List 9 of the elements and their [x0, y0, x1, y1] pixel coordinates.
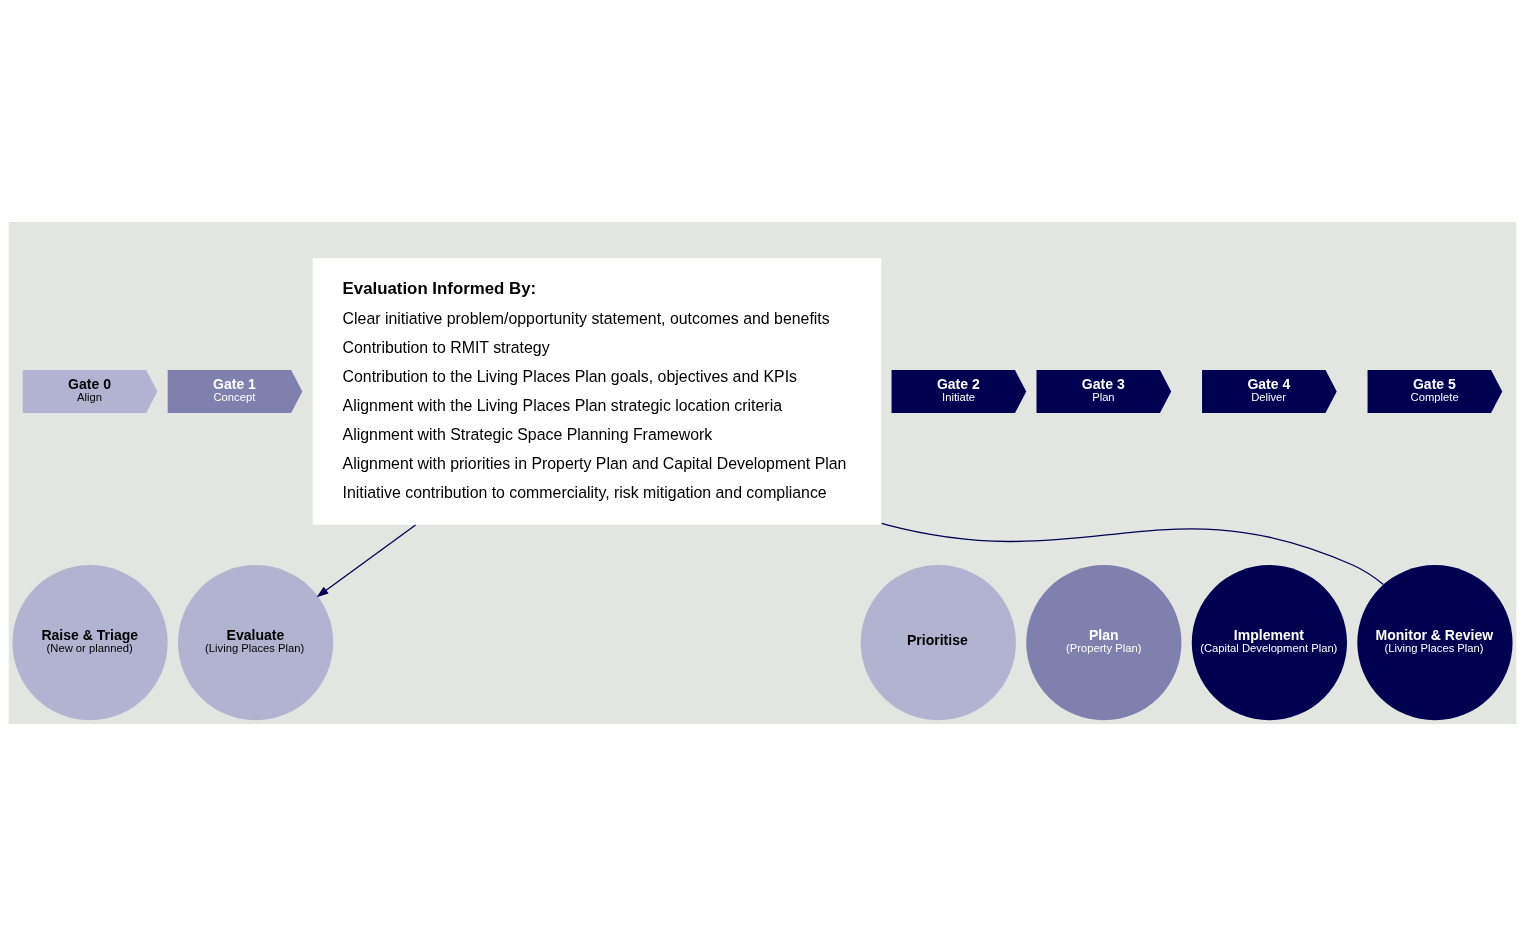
node-box: Evaluation Informed By: Clear initiative problem/opportunity statement, outcomes and benefits Contribution to RMIT strategy Contribution to the Living Places Plan goals, objectives and KPIs Alignment with the Living Places Plan strategic location criteria Alignment with Strategic Space Planning Framework Alignment with priorities in Property Plan and Capital Development Plan Initiative contribution to commerciality, risk mitigation and compliance [312, 257, 882, 525]
node-circle: Prioritise [860, 564, 1016, 720]
arrow [316, 523, 417, 597]
node-circle: Monitor & Review (Living Places Plan) [1357, 564, 1513, 720]
node-circle: Evaluate (Living Places Plan) [178, 564, 334, 720]
node-circle: Implement (Capital Development Plan) [1191, 564, 1347, 720]
connector [881, 522, 1385, 585]
node-circle: Raise & Triage (New or planned) [12, 564, 168, 720]
node-circle: Plan (Property Plan) [1026, 564, 1182, 720]
